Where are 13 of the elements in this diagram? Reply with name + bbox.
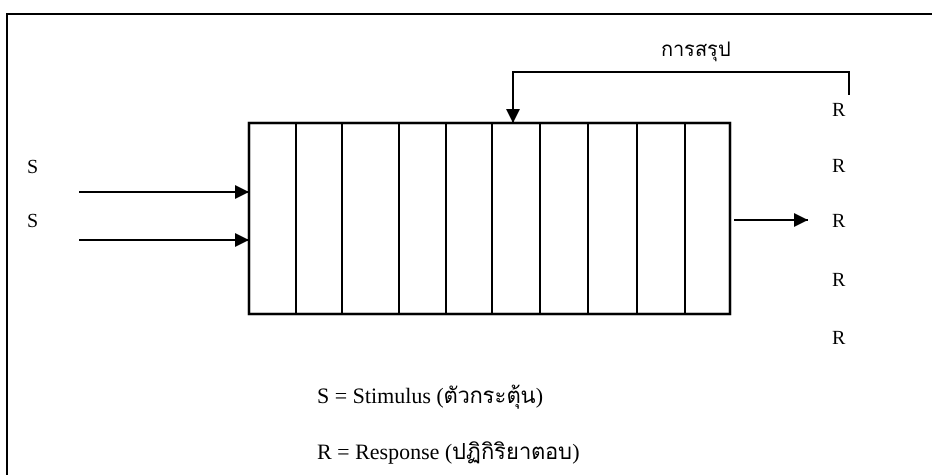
arrow xyxy=(734,213,808,227)
node-letter: R xyxy=(832,209,846,233)
arrow xyxy=(79,233,249,247)
node-letter: R xyxy=(832,268,846,292)
legend-note: R = Response (ปฏิกิริยาตอบ) xyxy=(317,440,580,464)
arrow xyxy=(79,185,249,199)
signal-letter: S xyxy=(27,209,38,233)
arrow xyxy=(506,71,850,123)
node-letter: R xyxy=(832,98,846,122)
node-letter: R xyxy=(832,326,846,350)
signal-letter: S xyxy=(27,155,38,179)
node-letter: R xyxy=(832,154,846,178)
legend-note: S = Stimulus (ตัวกระตุ้น) xyxy=(317,384,544,408)
